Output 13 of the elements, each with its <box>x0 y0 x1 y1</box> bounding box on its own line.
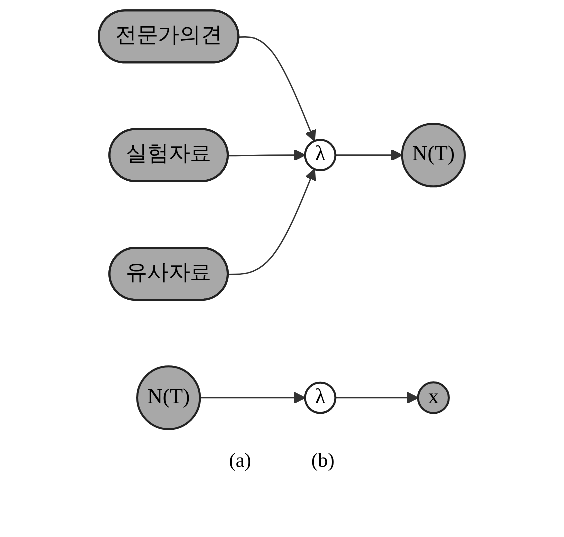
arrow <box>228 149 306 162</box>
arrow <box>336 149 403 162</box>
arrow <box>228 168 316 276</box>
panel-label: (a) <box>229 450 252 473</box>
panel-label: (b) <box>311 450 335 473</box>
arrow <box>200 392 306 404</box>
node-circle: λ <box>304 382 337 414</box>
node-circle: λ <box>304 139 337 172</box>
node-circle: N(T) <box>136 366 202 430</box>
node-circle: x <box>417 382 450 414</box>
arrow <box>336 392 419 404</box>
arrow <box>239 36 316 142</box>
node-circle: N(T) <box>401 123 466 188</box>
